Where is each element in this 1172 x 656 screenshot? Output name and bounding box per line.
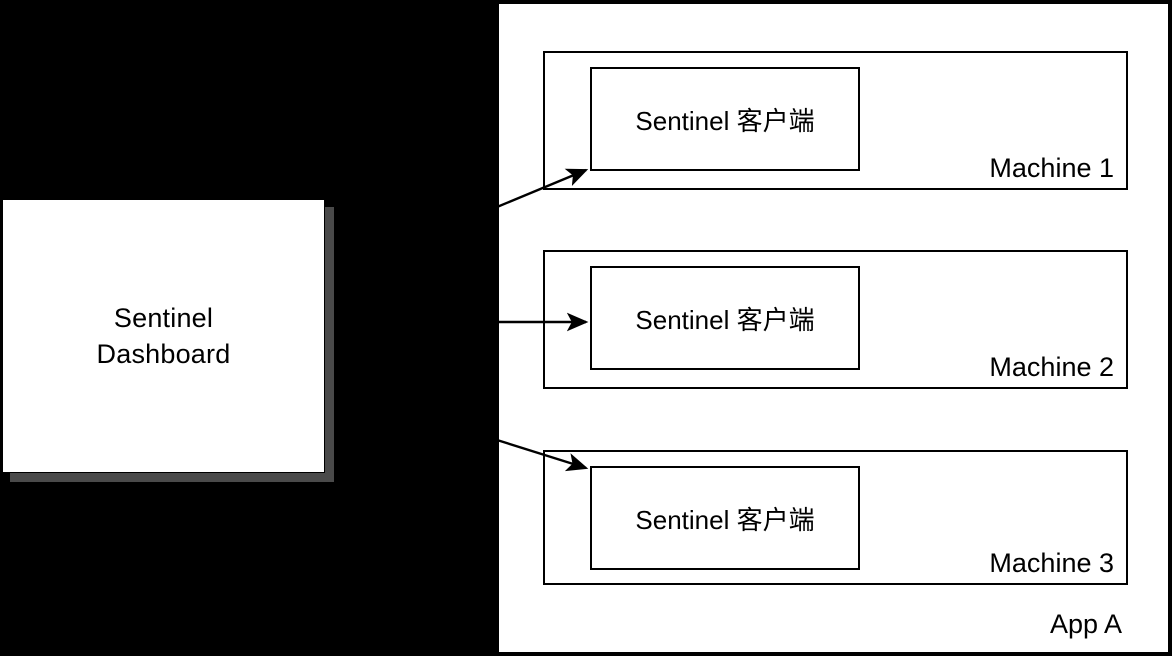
sentinel-dashboard-label: Sentinel Dashboard [96,302,231,369]
machine-box-2[interactable]: Sentinel 客户端 Machine 2 [543,250,1128,389]
machine-label-3: Machine 3 [989,548,1114,578]
machine-label-2: Machine 2 [989,352,1114,382]
left-black-region: Sentinel Dashboard [0,0,497,656]
sentinel-client-label-3: Sentinel 客户端 [635,504,815,535]
machine-label-1: Machine 1 [989,153,1114,183]
sentinel-client-box-2[interactable]: Sentinel 客户端 [590,266,860,370]
app-a-panel: Sentinel 客户端 Machine 1 Sentinel 客户端 Mach… [497,2,1170,654]
sentinel-client-label-1: Sentinel 客户端 [635,105,815,136]
sentinel-client-box-1[interactable]: Sentinel 客户端 [590,67,860,171]
app-a-label: App A [1049,609,1122,639]
sentinel-client-box-3[interactable]: Sentinel 客户端 [590,466,860,570]
machine-box-1[interactable]: Sentinel 客户端 Machine 1 [543,51,1128,190]
sentinel-dashboard-node[interactable]: Sentinel Dashboard [2,199,325,473]
machine-box-3[interactable]: Sentinel 客户端 Machine 3 [543,450,1128,585]
sentinel-client-label-2: Sentinel 客户端 [635,304,815,335]
